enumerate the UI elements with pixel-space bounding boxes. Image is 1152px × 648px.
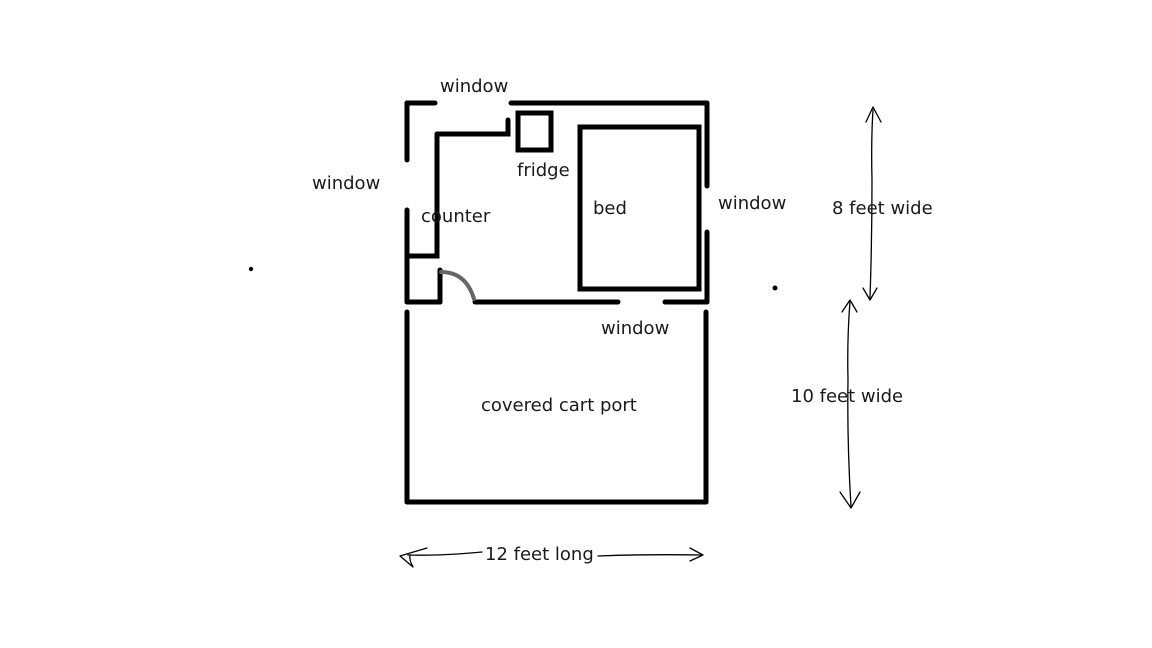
arrow-head-down-icon (839, 491, 861, 509)
arrow-head-left-icon (399, 547, 428, 568)
width-label-8ft: 8 feet wide (832, 198, 933, 219)
length-label-12ft: 12 feet long (485, 544, 594, 565)
fridge-box (515, 110, 554, 153)
dimension-line-12ft-right (597, 554, 703, 557)
window-label-bottom: window (601, 318, 669, 339)
dimension-arrow-10ft (839, 299, 861, 509)
counter-outline (405, 117, 511, 305)
dimension-arrow-8ft (862, 106, 882, 301)
window-label-right: window (718, 193, 786, 214)
arrow-head-up-icon (865, 106, 882, 123)
counter-inner-edge (405, 131, 440, 259)
dimension-line-8ft (869, 109, 874, 299)
fridge-label: fridge (517, 160, 570, 181)
window-label-top: window (440, 76, 508, 97)
dimension-line-12ft-left (407, 551, 483, 556)
counter-top-edge (434, 117, 511, 137)
stray-dot-right (772, 285, 778, 291)
bed-label: bed (593, 198, 627, 219)
room-walls (404, 100, 710, 305)
arrow-head-right-icon (689, 547, 704, 562)
carport-walls (404, 309, 709, 505)
arrow-head-down-icon (862, 287, 878, 301)
dimension-line-10ft (847, 300, 852, 508)
width-label-10ft: 10 feet wide (791, 386, 903, 407)
dimension-arrow-12ft (399, 547, 704, 568)
door-swing-arc (439, 270, 476, 301)
bed-box (577, 124, 702, 292)
carport-label: covered cart port (481, 395, 637, 416)
stray-dot-left (248, 266, 254, 272)
window-label-left: window (312, 173, 380, 194)
arrow-head-up-icon (841, 299, 858, 313)
counter-label: counter (421, 206, 491, 227)
